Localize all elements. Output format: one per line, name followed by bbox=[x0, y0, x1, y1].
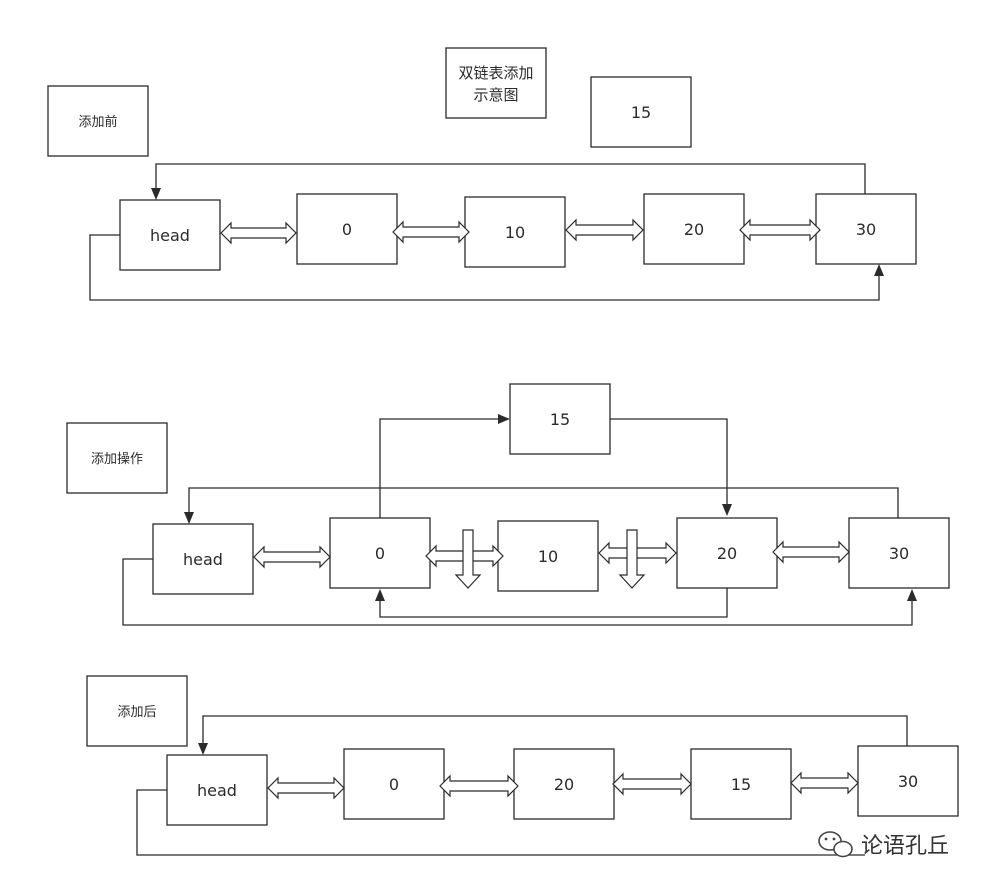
double-arrow bbox=[267, 776, 345, 800]
label-before: 添加前 bbox=[47, 85, 149, 157]
label-operation: 添加操作 bbox=[66, 422, 168, 494]
svg-text:15: 15 bbox=[550, 410, 570, 429]
svg-text:head: head bbox=[150, 226, 190, 245]
node-head: head bbox=[166, 754, 268, 826]
wire-20-to-0 bbox=[379, 588, 728, 618]
wire-head-to-tail bbox=[136, 789, 865, 856]
double-arrow bbox=[392, 220, 470, 244]
node-10: 10 bbox=[464, 196, 566, 268]
svg-text:添加后: 添加后 bbox=[117, 705, 156, 720]
svg-text:0: 0 bbox=[389, 775, 399, 794]
wire-15-to-20 bbox=[610, 418, 728, 506]
watermark: 论语孔丘 bbox=[818, 831, 949, 859]
node-15-new: 15 bbox=[509, 383, 611, 455]
svg-text:10: 10 bbox=[505, 223, 525, 242]
break-arrow bbox=[454, 529, 482, 589]
svg-text:0: 0 bbox=[342, 220, 352, 239]
node-10: 10 bbox=[497, 520, 599, 592]
watermark-text: 论语孔丘 bbox=[861, 834, 949, 859]
svg-text:30: 30 bbox=[889, 544, 909, 563]
node-30: 30 bbox=[857, 745, 959, 817]
node-0: 0 bbox=[343, 748, 445, 820]
svg-text:15: 15 bbox=[631, 103, 651, 122]
double-arrow bbox=[790, 771, 859, 795]
wire-tail-to-head bbox=[155, 163, 866, 194]
svg-text:添加前: 添加前 bbox=[78, 114, 117, 130]
svg-text:30: 30 bbox=[856, 220, 876, 239]
double-arrow bbox=[220, 221, 297, 245]
node-20: 20 bbox=[643, 193, 745, 265]
wire-0-to-15 bbox=[379, 418, 500, 518]
wire-tail-to-head bbox=[202, 715, 908, 746]
wire-head-to-tail bbox=[122, 558, 913, 626]
svg-text:head: head bbox=[197, 781, 237, 800]
node-0: 0 bbox=[296, 193, 398, 265]
wire-tail-to-head bbox=[188, 487, 899, 518]
title-line-1: 双链表添加 bbox=[458, 64, 533, 82]
break-arrow bbox=[618, 529, 646, 589]
svg-text:0: 0 bbox=[375, 544, 385, 563]
title-line-2: 示意图 bbox=[473, 86, 518, 104]
double-arrow bbox=[739, 218, 821, 242]
double-arrow bbox=[253, 545, 331, 569]
svg-text:20: 20 bbox=[717, 544, 737, 563]
double-arrow bbox=[565, 218, 644, 242]
double-arrow bbox=[439, 774, 519, 798]
svg-text:添加操作: 添加操作 bbox=[91, 451, 143, 467]
node-15: 15 bbox=[690, 748, 792, 820]
node-head: head bbox=[119, 199, 221, 271]
svg-text:head: head bbox=[183, 550, 223, 569]
double-arrow bbox=[772, 540, 850, 564]
svg-text:30: 30 bbox=[898, 772, 918, 791]
node-20: 20 bbox=[513, 748, 615, 820]
wechat-icon bbox=[818, 831, 853, 858]
node-0: 0 bbox=[329, 517, 431, 589]
svg-text:10: 10 bbox=[538, 547, 558, 566]
new-node-standalone: 15 bbox=[590, 76, 692, 148]
wire-head-to-tail bbox=[89, 234, 880, 301]
node-head: head bbox=[152, 523, 254, 595]
node-20: 20 bbox=[676, 517, 778, 589]
diagram-title: 双链表添加 示意图 bbox=[445, 47, 547, 119]
node-30: 30 bbox=[848, 517, 950, 589]
section-operation: 添加操作 15 head 0 10 20 bbox=[66, 383, 950, 626]
section-after: 添加后 head 0 20 15 30 bbox=[86, 675, 959, 856]
section-before: 添加前 15 head 0 10 20 30 bbox=[47, 76, 917, 301]
svg-text:20: 20 bbox=[554, 775, 574, 794]
double-arrow bbox=[612, 772, 692, 796]
label-after: 添加后 bbox=[86, 675, 188, 747]
svg-text:15: 15 bbox=[731, 775, 751, 794]
node-30: 30 bbox=[815, 193, 917, 265]
svg-text:20: 20 bbox=[684, 220, 704, 239]
